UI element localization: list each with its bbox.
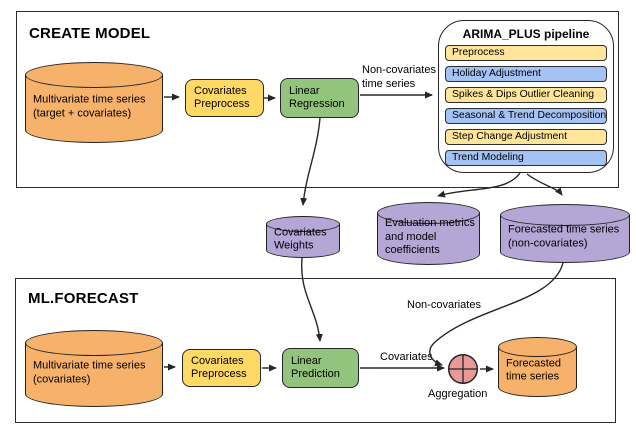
- cylinder-label: Forecasted time series: [506, 357, 562, 383]
- cylinder-top: [377, 202, 480, 224]
- cylinder-label: Forecasted time series (non-covariates): [508, 223, 620, 250]
- cylinder-top: [25, 330, 163, 356]
- linear-prediction-box: Linear Prediction: [282, 348, 359, 388]
- forecasted-time-series-cylinder: Forecasted time series: [498, 337, 577, 397]
- cylinder-label: Evaluation metrics and model coefficient…: [385, 217, 475, 257]
- cylinder-top: [25, 62, 163, 88]
- label-covariates: Covariates: [380, 351, 433, 363]
- covariates-weights-cylinder: Covariates Weights: [266, 216, 340, 258]
- cylinder-label: Multivariate time series (covariates): [33, 359, 146, 386]
- cylinder-top: [266, 216, 340, 232]
- arima-plus-pipeline-container: ARIMA_PLUS pipeline Preprocess Holiday A…: [438, 20, 614, 173]
- pipeline-step-spikes-dips-outlier-cleaning: Spikes & Dips Outlier Cleaning: [445, 87, 607, 103]
- pipeline-step-trend-modeling: Trend Modeling: [445, 150, 607, 166]
- pipeline-title: ARIMA_PLUS pipeline: [462, 27, 590, 41]
- create-model-title: CREATE MODEL: [29, 25, 151, 42]
- cylinder-top: [498, 337, 577, 357]
- label-non-covariates-time-series: Non-covariates time series: [362, 64, 436, 90]
- linear-regression-box: Linear Regression: [280, 78, 359, 118]
- evaluation-metrics-cylinder: Evaluation metrics and model coefficient…: [377, 202, 480, 265]
- source-cylinder-covariates: Multivariate time series (covariates): [25, 330, 163, 407]
- cylinder-top: [500, 204, 630, 226]
- pipeline-step-holiday-adjustment: Holiday Adjustment: [445, 66, 607, 82]
- pipeline-step-preprocess: Preprocess: [445, 45, 607, 61]
- ml-forecast-title: ML.FORECAST: [28, 290, 139, 307]
- forecasted-noncovariates-cylinder: Forecasted time series (non-covariates): [500, 204, 630, 263]
- cylinder-label: Covariates Weights: [274, 226, 327, 252]
- label-aggregation: Aggregation: [428, 388, 488, 400]
- pipeline-step-step-change-adjustment: Step Change Adjustment: [445, 129, 607, 145]
- cylinder-label: Multivariate time series (target + covar…: [33, 93, 146, 120]
- source-cylinder-target-covariates: Multivariate time series (target + covar…: [25, 62, 163, 143]
- covariates-preprocess-box: Covariates Preprocess: [185, 79, 264, 117]
- covariates-preprocess-box-forecast: Covariates Preprocess: [182, 349, 261, 387]
- label-non-covariates: Non-covariates: [407, 299, 481, 311]
- pipeline-step-seasonal-trend-decomposition: Seasonal & Trend Decomposition: [445, 108, 607, 124]
